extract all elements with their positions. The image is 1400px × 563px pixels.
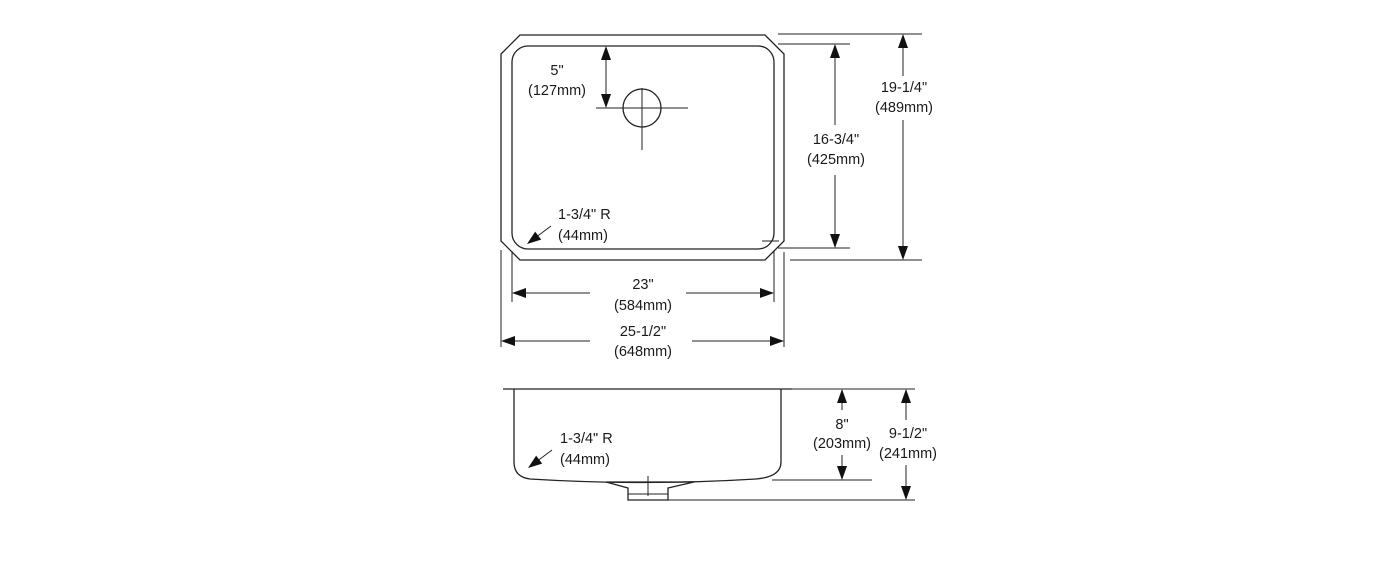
overall-depth-inch-label: 9-1/2" [889, 426, 927, 442]
sink-flange-outline [500, 34, 785, 261]
overall-width-dimension: 25-1/2" (648mm) [500, 250, 785, 360]
side-view: 1-3/4" R (44mm) 8" (203mm) 9-1/2" (241mm… [503, 388, 937, 501]
bowl-length-dimension: 16-3/4" (425mm) [778, 43, 865, 249]
drain-offset-inch-label: 5" [550, 63, 563, 79]
side-corner-radius-callout: 1-3/4" R (44mm) [524, 431, 613, 472]
sink-bowl-outline [511, 45, 775, 250]
top-corner-radius-mm-label: (44mm) [558, 228, 608, 244]
drain-offset-mm-label: (127mm) [528, 83, 586, 99]
bowl-depth-mm-label: (203mm) [813, 436, 871, 452]
side-corner-radius-mm-label: (44mm) [560, 452, 610, 468]
bowl-width-inch-label: 23" [632, 277, 653, 293]
side-drain-body [605, 481, 695, 501]
bowl-depth-dimension: 8" (203mm) [772, 389, 872, 481]
top-corner-radius-inch-label: 1-3/4" R [558, 207, 611, 223]
bowl-depth-inch-label: 8" [835, 417, 848, 433]
bowl-length-mm-label: (425mm) [807, 152, 865, 168]
side-corner-radius-inch-label: 1-3/4" R [560, 431, 613, 447]
overall-width-inch-label: 25-1/2" [620, 324, 666, 340]
overall-length-mm-label: (489mm) [875, 100, 933, 116]
overall-length-inch-label: 19-1/4" [881, 80, 927, 96]
side-bowl-profile [513, 389, 782, 484]
bowl-width-dimension: 23" (584mm) [511, 251, 775, 314]
overall-depth-dimension: 9-1/2" (241mm) [668, 388, 937, 501]
top-corner-radius-callout: 1-3/4" R (44mm) [523, 207, 611, 248]
top-view: 5" (127mm) 1-3/4" R (44mm) 23" (584mm) [500, 33, 933, 360]
overall-depth-mm-label: (241mm) [879, 446, 937, 462]
overall-length-dimension: 19-1/4" (489mm) [778, 33, 933, 261]
bowl-width-mm-label: (584mm) [614, 298, 672, 314]
overall-width-mm-label: (648mm) [614, 344, 672, 360]
bowl-length-inch-label: 16-3/4" [813, 132, 859, 148]
drain-offset-dimension: 5" (127mm) [528, 46, 611, 108]
